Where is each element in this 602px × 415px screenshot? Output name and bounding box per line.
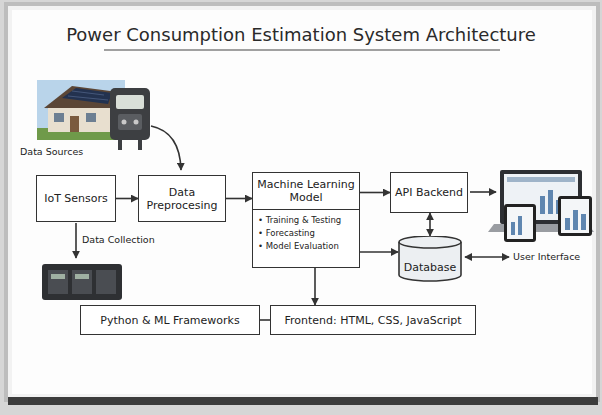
bullet-list: • Training & Testing• Forecasting• Model… bbox=[253, 209, 359, 258]
process-box: Data Preprocesing bbox=[138, 175, 226, 222]
process-box: Python & ML Frameworks bbox=[80, 305, 260, 335]
flow-arrow bbox=[314, 268, 316, 305]
flow-arrow bbox=[116, 198, 138, 200]
ui-arrow bbox=[465, 256, 509, 258]
devices-illustration bbox=[488, 170, 594, 242]
data-logger-device bbox=[42, 264, 122, 300]
process-box: API Backend bbox=[390, 172, 468, 213]
annotation-label: User Interface bbox=[513, 251, 580, 262]
cylinder-outline bbox=[398, 236, 462, 282]
node-label: Data Preprocesing bbox=[143, 186, 221, 212]
node-label: IoT Sensors bbox=[44, 192, 108, 205]
bullet-item: • Model Evaluation bbox=[258, 240, 354, 253]
annotation-label: Data Sources bbox=[20, 146, 83, 157]
collection-arrow bbox=[75, 223, 77, 258]
node-label: Machine Learning Model bbox=[253, 173, 359, 209]
power-meter-icon bbox=[110, 88, 150, 150]
flow-arrow bbox=[360, 192, 390, 194]
title-underline bbox=[104, 49, 500, 50]
process-box: Machine Learning Model• Training & Testi… bbox=[252, 172, 360, 268]
board-frame bbox=[6, 4, 598, 400]
node-label: Python & ML Frameworks bbox=[100, 314, 239, 327]
source-arrow bbox=[151, 126, 181, 170]
node-label: Database bbox=[404, 261, 457, 274]
diagram-title: Power Consumption Estimation System Arch… bbox=[0, 24, 602, 45]
annotation-label: Data Collection bbox=[82, 234, 155, 245]
marker-tray bbox=[8, 397, 598, 405]
node-label: Frontend: HTML, CSS, JavaScript bbox=[284, 314, 461, 327]
flow-arrow bbox=[226, 198, 252, 200]
flow-arrow bbox=[260, 319, 270, 321]
board-surface bbox=[12, 10, 592, 394]
bullet-item: • Forecasting bbox=[258, 227, 354, 240]
flow-arrow bbox=[360, 251, 398, 253]
bullet-item: • Training & Testing bbox=[258, 214, 354, 227]
node-label: API Backend bbox=[395, 186, 463, 199]
output-arrow bbox=[470, 191, 496, 193]
database-cylinder: Database bbox=[398, 236, 462, 282]
flow-arrow bbox=[429, 213, 431, 236]
process-box: IoT Sensors bbox=[36, 175, 116, 222]
process-box: Frontend: HTML, CSS, JavaScript bbox=[270, 305, 476, 335]
